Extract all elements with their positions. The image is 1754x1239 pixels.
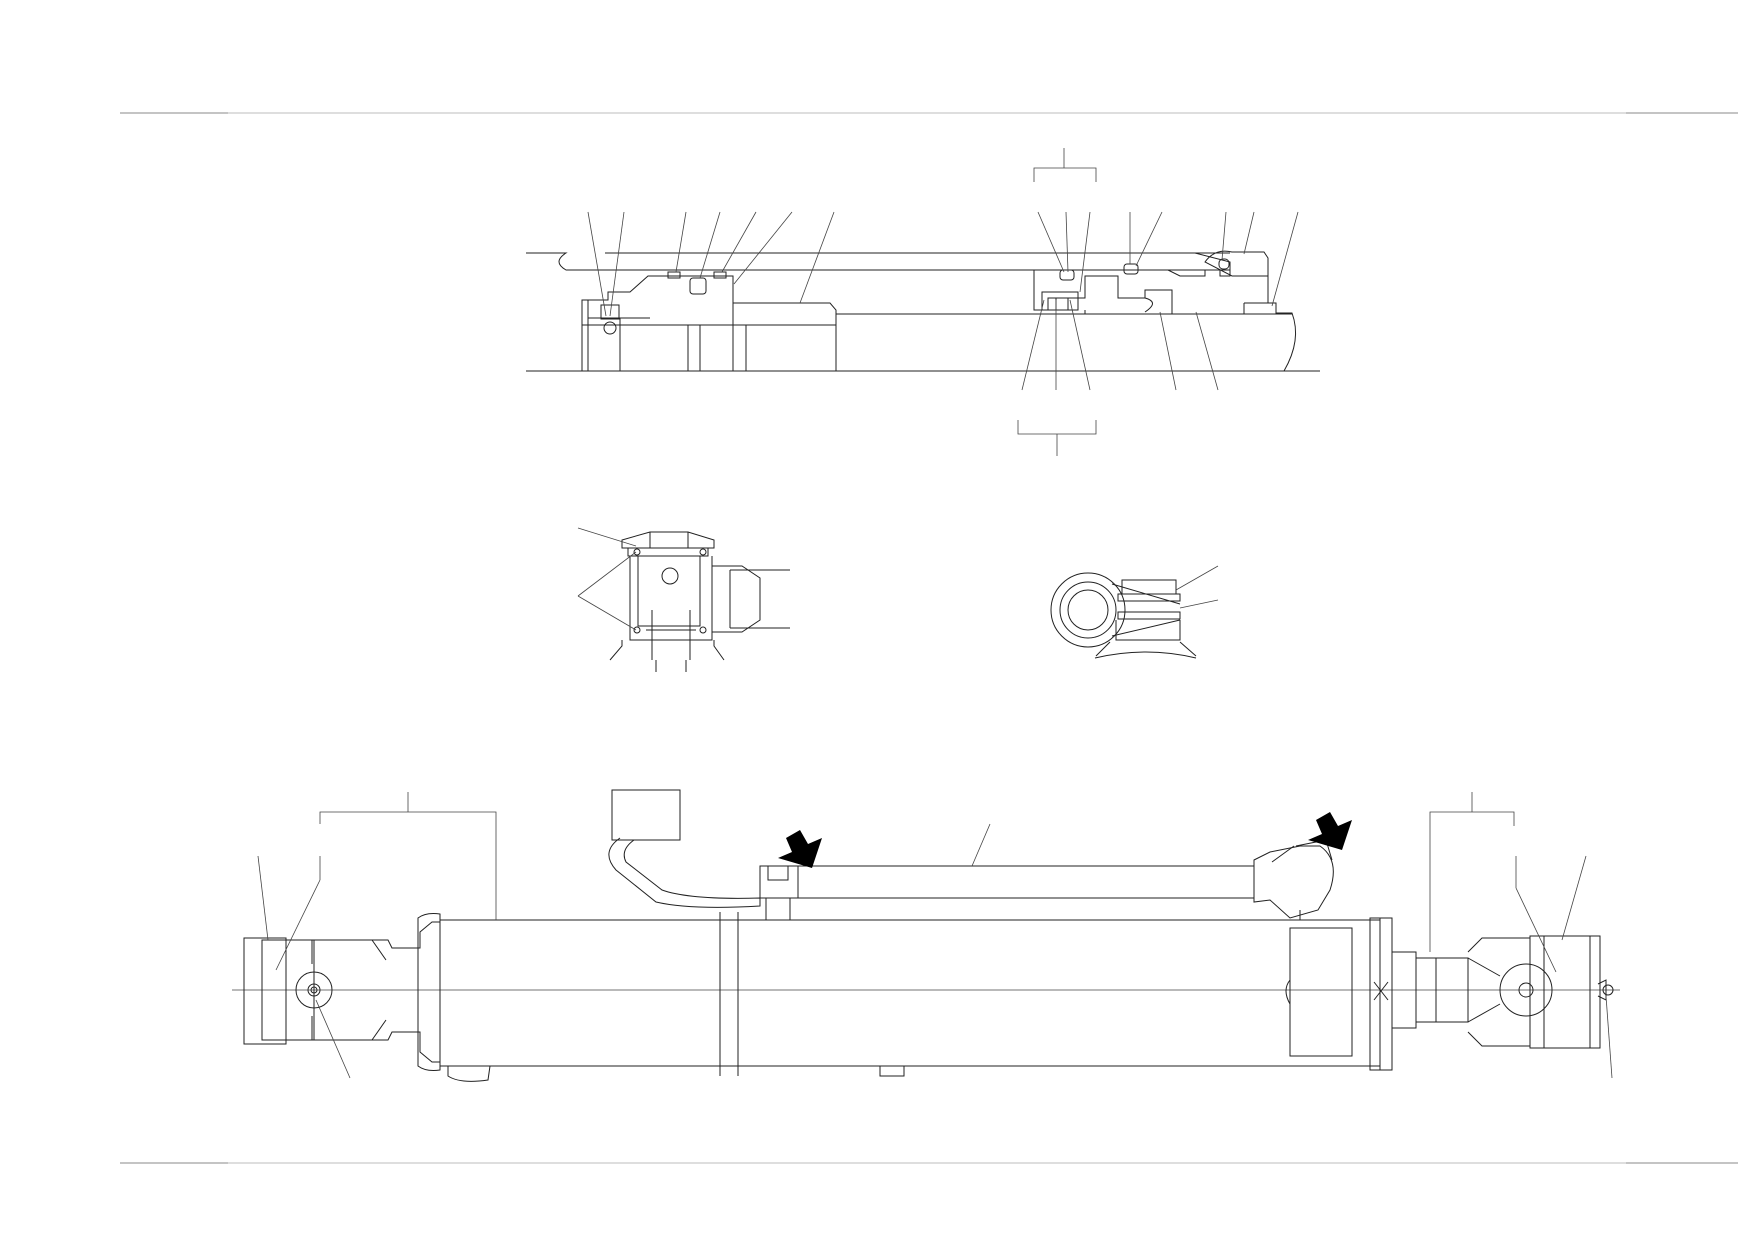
detail-fitting-left xyxy=(578,528,790,672)
black-arrow-icon xyxy=(1308,812,1352,850)
cylinder-assembly xyxy=(232,790,1620,1081)
leader-lines-upper-left xyxy=(588,212,834,316)
bracket-marker-left xyxy=(320,792,496,920)
leader-lines-upper-right xyxy=(1022,212,1298,390)
black-arrow-icon xyxy=(778,830,822,868)
section-view-upper xyxy=(526,148,1320,456)
page-frame xyxy=(120,113,1738,1163)
leader-lines-assembly xyxy=(258,824,1612,1078)
bracket-marker-right xyxy=(1430,792,1514,952)
bracket-markers xyxy=(1018,148,1096,456)
detail-fitting-right xyxy=(1051,566,1218,658)
